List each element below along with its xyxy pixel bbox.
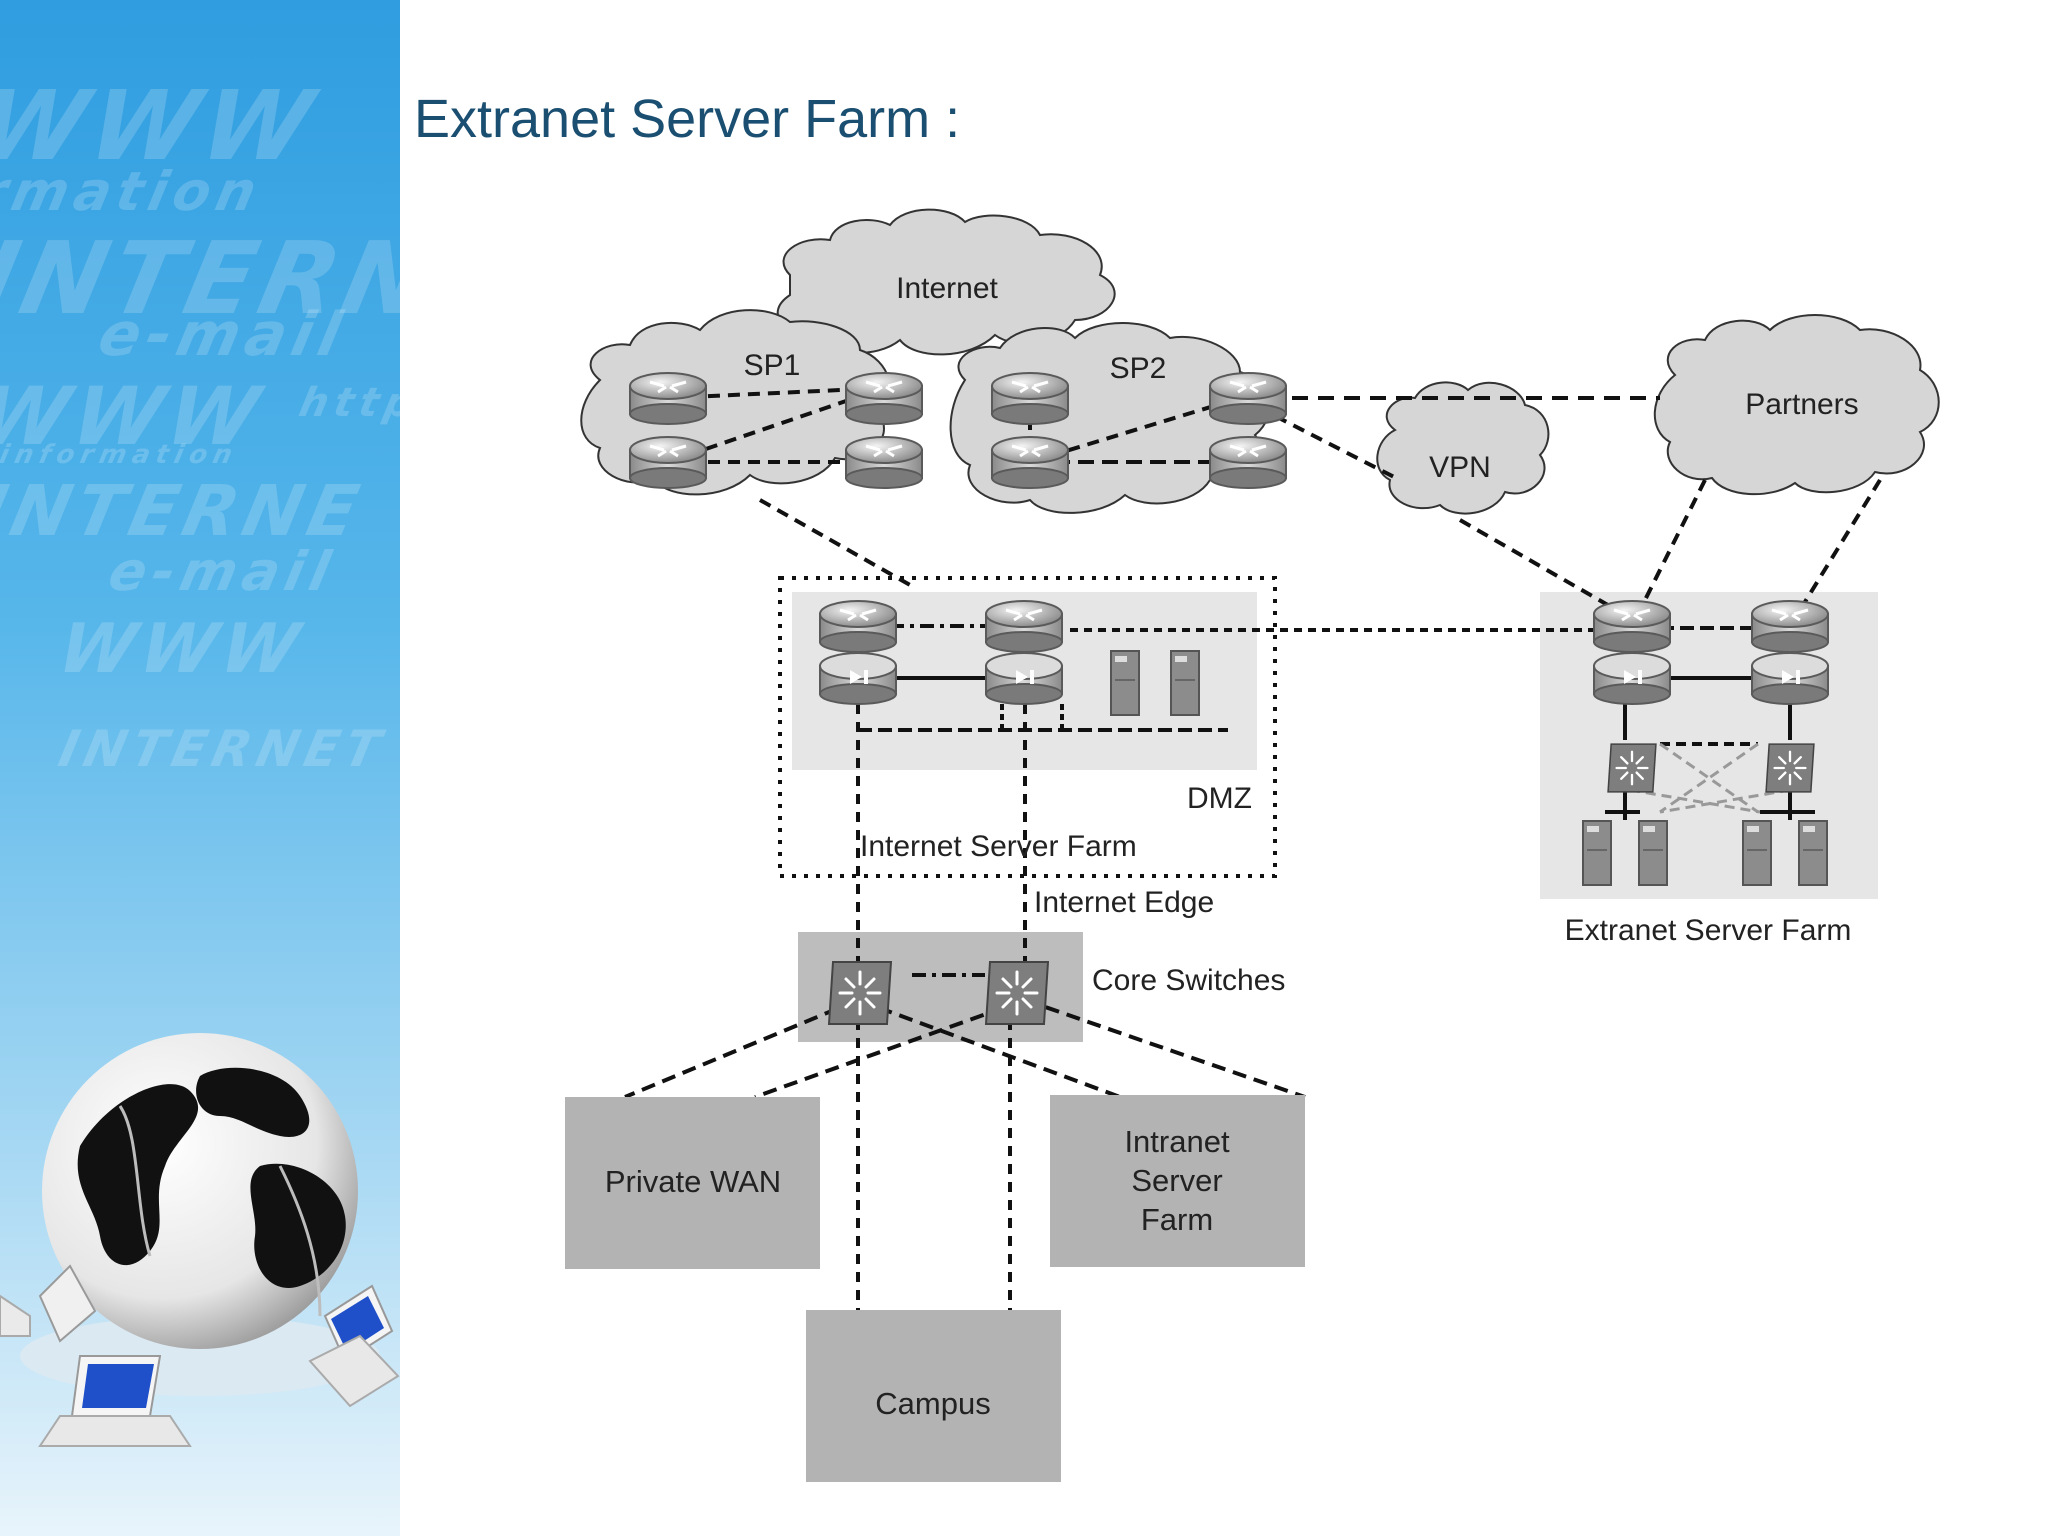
core-switch-icon	[827, 960, 893, 1026]
dmz-label: DMZ	[1187, 782, 1252, 815]
decorative-sidebar: WWW rmation INTERN e-mail WWW INTERNE e-…	[0, 0, 400, 1536]
campus-label: Campus	[875, 1386, 990, 1421]
sp1-router-icon	[844, 435, 924, 490]
extranet-server-farm-label: Extranet Server Farm	[1565, 914, 1852, 947]
core-switch-icon	[984, 960, 1050, 1026]
extranet-firewall-icon	[1751, 652, 1829, 705]
intranet-label-line2: Server	[1131, 1163, 1222, 1198]
sp2-label: SP2	[1110, 352, 1167, 385]
sp1-router-icon	[628, 371, 708, 426]
sp2-router-icon	[1208, 435, 1288, 490]
extranet-switch-icon	[1606, 742, 1658, 794]
sp2-router-icon	[990, 371, 1070, 426]
vpn-cloud	[1376, 381, 1550, 515]
private-wan-label: Private WAN	[605, 1164, 781, 1199]
extranet-switch-icon	[1764, 742, 1816, 794]
extranet-server-icon	[1742, 820, 1772, 886]
partners-cloud	[1653, 314, 1940, 496]
internet-server-farm-label: Internet Server Farm	[860, 830, 1137, 863]
extranet-firewall-icon	[1593, 652, 1671, 705]
sp2-router-icon	[990, 435, 1070, 490]
extranet-router-icon	[1592, 599, 1672, 654]
internet-cloud-label: Internet	[896, 272, 998, 305]
core-switches-label: Core Switches	[1092, 964, 1285, 997]
sp1-router-icon	[844, 371, 924, 426]
intranet-label-line3: Farm	[1141, 1202, 1213, 1237]
sp1-label: SP1	[744, 349, 801, 382]
extranet-server-icon	[1798, 820, 1828, 886]
dmz-router-icon	[984, 599, 1064, 654]
internet-edge-label: Internet Edge	[1034, 886, 1214, 919]
slide-title: Extranet Server Farm :	[414, 89, 961, 149]
dmz-router-icon	[818, 599, 898, 654]
intranet-label-line1: Intranet	[1124, 1124, 1230, 1159]
vpn-label: VPN	[1429, 451, 1491, 484]
globe-laptops-illustration	[0, 1033, 400, 1447]
dmz-firewall-icon	[985, 652, 1063, 705]
private-wan-box	[565, 1097, 820, 1269]
dmz-server-icon	[1170, 650, 1200, 716]
campus-box	[806, 1310, 1061, 1482]
sp2-router-icon	[1208, 371, 1288, 426]
partners-label: Partners	[1745, 388, 1858, 421]
dmz-firewall-icon	[819, 652, 897, 705]
dmz-server-icon	[1110, 650, 1140, 716]
extranet-router-icon	[1750, 599, 1830, 654]
sp1-router-icon	[628, 435, 708, 490]
intranet-server-farm-box	[1050, 1095, 1305, 1267]
extranet-server-icon	[1638, 820, 1668, 886]
extranet-server-icon	[1582, 820, 1612, 886]
